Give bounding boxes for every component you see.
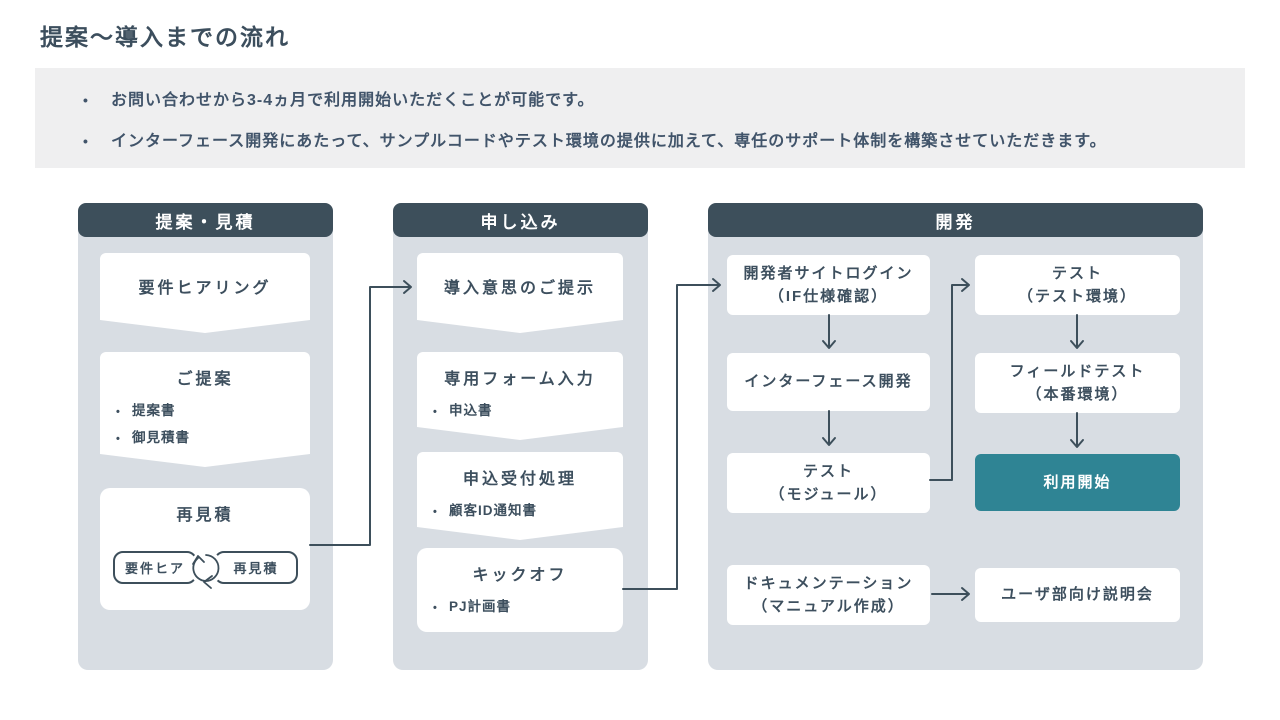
banner-bullet-item: • お問い合わせから3-4ヵ月で利用開始いただくことが可能です。 [83,86,1225,110]
flow-box-title: 申込受付処理 [462,471,577,488]
box-test-env: テスト （テスト環境） [975,255,1180,315]
flow-box-subtitle: （本番環境） [1026,386,1129,403]
flow-box-subtitle: （テスト環境） [1017,288,1137,305]
flow-box-title: 専用フォーム入力 [444,371,596,388]
flow-box-title: キックオフ [472,567,568,584]
box-user-briefing: ユーザ部向け説明会 [975,568,1180,622]
box-dev-site-login: 開発者サイトログイン （IF仕様確認） [727,255,930,315]
box-form-input: 専用フォーム入力 •申込書 [417,352,623,440]
box-bullet: •顧客ID通知書 [433,503,537,518]
box-intent: 導入意思のご提示 [417,253,623,333]
column-header: 申し込み [393,203,648,237]
column-header: 開発 [708,203,1203,237]
flow-box-title: ユーザ部向け説明会 [1001,586,1154,604]
flow-box-subtitle: （モジュール） [769,486,888,503]
column-development: 開発 開発者サイトログイン （IF仕様確認） インターフェース開発 テスト （モ… [708,203,1203,670]
flow-box-title: インターフェース開発 [744,373,913,391]
bullet-dot: • [83,132,89,149]
banner-bullet-text: インターフェース開発にあたって、サンプルコードやテスト環境の提供に加えて、専任の… [111,132,1107,150]
banner-bullet-item: • インターフェース開発にあたって、サンプルコードやテスト環境の提供に加えて、専… [83,127,1225,151]
bullet-dot: • [433,406,438,418]
column-header: 提案・見積 [78,203,333,237]
box-bullet: •申込書 [433,403,493,418]
flow-box-title: 再見積 [176,507,234,524]
column-application: 申し込み 導入意思のご提示 専用フォーム入力 •申込書 申込受付処理 •顧客ID… [393,203,648,670]
requote-loop: 要件ヒア 再見積 [100,551,310,585]
column-proposal: 提案・見積 要件ヒアリング ご提案 •提案書 •御見積書 再見積 要件ヒア 再見… [78,203,333,670]
box-service-start: 利用開始 [975,454,1180,511]
flow-box-title: フィールドテスト [1009,362,1146,380]
box-interface-dev: インターフェース開発 [727,353,930,411]
box-documentation: ドキュメンテーション （マニュアル作成） [727,565,930,625]
flow-box-title: テスト [802,462,854,480]
box-requote: 再見積 要件ヒア 再見積 [100,488,310,610]
bullet-dot: • [83,91,89,108]
flow-box-title: テスト [1051,264,1103,282]
flow-box-title: 利用開始 [1043,473,1112,491]
flow-box-title: ドキュメンテーション [743,574,914,592]
box-application-processing: 申込受付処理 •顧客ID通知書 [417,452,623,540]
bullet-dot: • [116,406,121,418]
flow-box-title: 導入意思のご提示 [443,280,596,297]
bullet-dot: • [433,506,438,518]
box-bullet: •御見積書 [116,430,190,445]
box-test-module: テスト （モジュール） [727,453,930,513]
banner-bullet-text: お問い合わせから3-4ヵ月で利用開始いただくことが可能です。 [111,91,595,109]
box-kickoff: キックオフ •PJ計画書 [417,548,623,632]
box-bullet: •PJ計画書 [433,599,512,614]
box-requirements-hearing: 要件ヒアリング [100,253,310,333]
bullet-dot: • [433,602,438,614]
bullet-dot: • [116,433,121,445]
box-loop-requote: 再見積 [214,551,298,584]
flow-box-title: 要件ヒアリング [138,280,272,297]
box-bullet: •提案書 [116,403,176,418]
flow-box-title: 開発者サイトログイン [743,264,914,282]
flow-box-title: ご提案 [176,371,234,388]
flow-box-subtitle: （IF仕様確認） [768,288,889,305]
page-title: 提案〜導入までの流れ [40,24,290,50]
box-loop-hearing: 要件ヒア [113,551,197,584]
intro-banner: • お問い合わせから3-4ヵ月で利用開始いただくことが可能です。 • インターフ… [35,68,1245,168]
box-field-test: フィールドテスト （本番環境） [975,353,1180,413]
flow-box-subtitle: （マニュアル作成） [752,598,905,615]
box-proposal: ご提案 •提案書 •御見積書 [100,352,310,467]
